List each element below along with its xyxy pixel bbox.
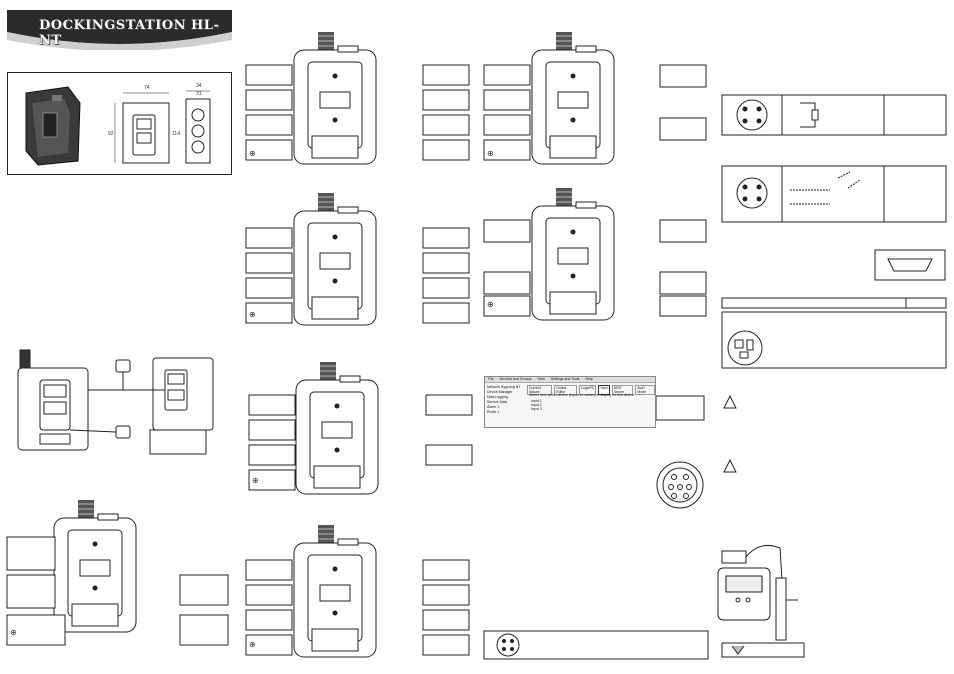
device-panel-5 (483, 31, 707, 165)
dim-inner-height: 114 (172, 131, 180, 137)
tree-item[interactable]: Device Manager (487, 390, 513, 394)
ground-icon: ⊕ (249, 310, 256, 319)
tree-item[interactable]: Data Logging (487, 395, 508, 399)
callout-box (655, 395, 705, 421)
switch-box (721, 311, 947, 369)
header-banner: DOCKINGSTATION HL-NT (7, 10, 232, 50)
tree-item[interactable]: Service Data (487, 400, 508, 404)
dim-width: 74 (144, 85, 150, 91)
device-panel-3 (248, 361, 473, 495)
connector-box-3 (483, 630, 709, 660)
device-panel-4 (245, 524, 470, 658)
ground-icon: ⊕ (487, 149, 494, 158)
dim-side-sub: 31 (196, 91, 202, 97)
hint-text: Select here which device (inputs or valu… (529, 393, 635, 397)
list-item[interactable]: Input 1 (531, 399, 542, 403)
list-item[interactable]: Input 2 (531, 403, 542, 407)
list-item[interactable]: Input 3 (531, 407, 542, 411)
tab-awd-mode[interactable]: AwD Mode (635, 385, 655, 395)
handheld-with-probe (717, 545, 805, 658)
device-panel-0 (6, 499, 229, 646)
ground-icon: ⊕ (487, 300, 494, 309)
tab-logs[interactable]: Logs/PC (578, 385, 597, 395)
dimension-figure: 74 34 31 92 114 (7, 72, 232, 175)
tab-bar: Current Values Online Editor Logs/PC Sta… (527, 385, 655, 395)
menu-help[interactable]: Help (585, 377, 593, 381)
menu-devices[interactable]: Devices and Groups (499, 377, 532, 381)
ground-icon: ⊕ (252, 476, 259, 485)
assembly-figure (17, 349, 214, 455)
ground-icon: ⊕ (249, 640, 256, 649)
device-panel-6 (483, 187, 707, 321)
device-panel-2 (245, 192, 470, 326)
tree-panel: Network Hygrolog NT Device Manager Data … (487, 385, 523, 415)
menu-settings[interactable]: Settings and Tools (550, 377, 580, 381)
tab-dro-server[interactable]: DRO Server (611, 385, 634, 395)
connector-box-1 (721, 94, 947, 136)
tree-item[interactable]: Alarm 1 (487, 405, 500, 409)
items-list: Input 1 Input 2 Input 3 (531, 399, 542, 411)
db9-connector (874, 249, 946, 281)
tab-current-values[interactable]: Current Values (527, 385, 553, 395)
dim-side-width: 34 (196, 83, 202, 89)
menu-bar: File Devices and Groups View Settings an… (485, 377, 655, 383)
menu-view[interactable]: View (537, 377, 545, 381)
ground-icon: ⊕ (249, 149, 256, 158)
header-graphic (7, 10, 232, 50)
tree-item[interactable]: Network Hygrolog NT (487, 385, 521, 389)
tree-item[interactable]: Probe 1 (487, 410, 500, 414)
page-title: DOCKINGSTATION HL-NT (39, 18, 220, 48)
device-panel-1 (245, 31, 470, 165)
tab-online-editor[interactable]: Online Editor (554, 385, 577, 395)
round-connector-icon (656, 461, 704, 509)
dimension-drawing (25, 86, 211, 166)
tab-start[interactable]: Start (598, 385, 610, 395)
software-screenshot: File Devices and Groups View Settings an… (484, 376, 656, 428)
dim-height: 92 (108, 131, 114, 137)
table-strip (721, 297, 947, 309)
ground-icon: ⊕ (10, 628, 17, 637)
menu-file[interactable]: File (488, 377, 494, 381)
connector-box-2 (721, 165, 947, 223)
warning-icon (723, 394, 737, 473)
